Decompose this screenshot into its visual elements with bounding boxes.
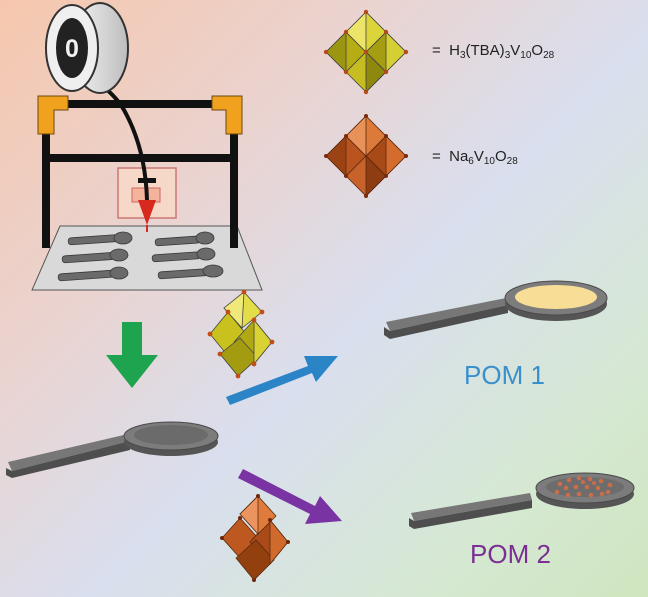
legend-polyhedron-1 xyxy=(323,9,409,95)
nozzle xyxy=(138,200,156,225)
printer xyxy=(31,2,263,291)
product-label-pom2: POM 2 xyxy=(470,539,551,569)
arrow-to-pom1 xyxy=(226,356,338,405)
frame-corner-left xyxy=(37,95,69,135)
legend-polyhedron-2 xyxy=(324,114,408,198)
frame-post-left xyxy=(42,100,50,248)
bed-spoons xyxy=(57,231,224,282)
arrow-to-pom2 xyxy=(238,469,342,524)
frame-corner-right xyxy=(211,95,243,135)
arrow-down xyxy=(106,322,158,388)
spool-label: 0 xyxy=(65,35,79,63)
filament-spool xyxy=(45,2,129,94)
spoon-pom1 xyxy=(384,280,608,339)
legend-eq-2: = xyxy=(432,148,441,165)
flow-polyhedron-2 xyxy=(220,494,290,582)
frame-post-right xyxy=(230,100,238,248)
product-label-pom1: POM 1 xyxy=(464,360,545,390)
printed-spoon xyxy=(6,421,219,478)
flow-polyhedron-1 xyxy=(207,289,275,379)
spoon-pom2 xyxy=(409,472,635,529)
legend-formula-1: = H3(TBA)3V10O28 xyxy=(432,42,555,61)
legend-eq-1: = xyxy=(432,42,441,59)
frame-top-bar xyxy=(42,100,238,108)
legend-formula-2: = Na6V10O28 xyxy=(432,148,518,167)
